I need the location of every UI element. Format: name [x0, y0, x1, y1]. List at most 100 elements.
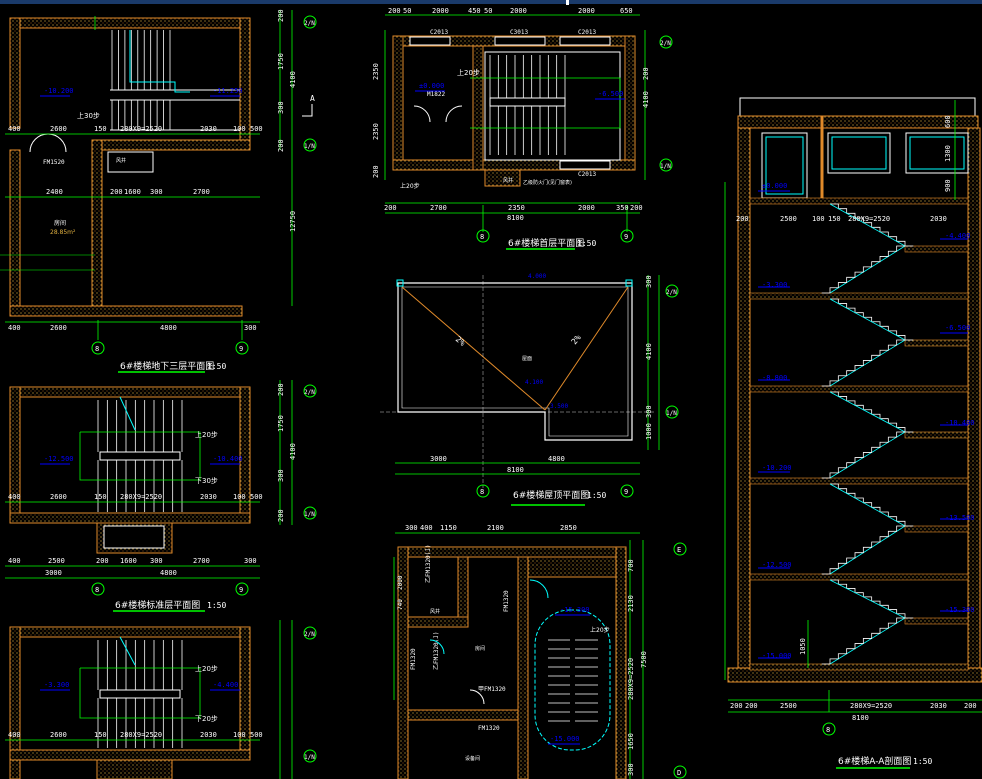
landing-slab: [904, 525, 969, 533]
sec-rd-3: 900: [944, 179, 952, 192]
std-d6: 100: [233, 493, 246, 501]
std-r2-7: 300: [244, 557, 257, 565]
svg-text:2/N: 2/N: [304, 631, 315, 638]
first-td-8: 650: [620, 7, 633, 15]
lc-lvl2: -15.000: [550, 735, 580, 743]
first-axis-9: 9: [620, 229, 634, 243]
ll-d4: 280X9=2520: [120, 731, 162, 739]
svg-text:2/N: 2/N: [660, 40, 671, 47]
sec-title: 6#楼梯A-A剖面图: [838, 755, 911, 767]
ll-up: 上20步: [195, 664, 218, 673]
ll-wall-left: [9, 626, 21, 779]
sec-total: 8100: [852, 714, 869, 722]
stair-flight: [830, 203, 914, 247]
roof-slope-1: 2%: [454, 335, 467, 348]
sec-lvl-r3: -10.400: [945, 419, 975, 427]
sec-window-3: [905, 132, 969, 174]
lc-door-1: [529, 579, 549, 599]
lc-wall-left: [397, 546, 409, 779]
b3-axis-9: 9: [235, 341, 249, 355]
b3-rdim-2: 1750: [277, 53, 285, 70]
b3-section-mark: A: [310, 94, 315, 103]
sec-lvl-r4: -13.500: [945, 514, 975, 522]
lc-axis-e: E: [673, 542, 687, 556]
lc-fm5: FM1320: [410, 648, 417, 670]
roof-bd-1: 3000: [430, 455, 447, 463]
first-c2013-b: C2013: [578, 29, 596, 36]
plan-lower-left: 上20步 下20步 -3.300 -4.400 400 2600 150 280…: [5, 620, 317, 779]
first-td-1: 200: [388, 7, 401, 15]
sec-bd-5: 2030: [930, 702, 947, 710]
sec-roof-slab: [737, 115, 979, 129]
landing-slab: [904, 431, 969, 439]
b3-door-arc2: [47, 133, 67, 153]
first-stair-well: [489, 97, 566, 107]
sec-bd-4: 280X9=2520: [850, 702, 892, 710]
roof-ridge-1: [401, 286, 546, 411]
b3-rdim-4: 300: [277, 101, 285, 114]
b3-rdim-3: 4100: [289, 71, 297, 88]
std-arrow: [119, 396, 136, 431]
ll-shaft: [96, 759, 173, 779]
ll-wall-top: [9, 626, 251, 638]
ll-wall-right: [239, 626, 251, 760]
roof-name: 屋面: [522, 356, 532, 362]
sec-bd-3: 2500: [780, 702, 797, 710]
first-wall-inner: [472, 45, 484, 171]
first-ld-1: 2350: [372, 63, 380, 80]
plan-first: C2013 C3013 C2013 上20步 M1822 ±0.000 -6.5…: [372, 7, 673, 250]
svg-text:8: 8: [95, 586, 99, 594]
lc-wall-top: [397, 546, 627, 558]
sec-wall-left: [737, 127, 751, 669]
roof-bd-2: 4800: [548, 455, 565, 463]
b3-wall-top: [9, 17, 251, 29]
sec-rd-2: 1300: [944, 145, 952, 162]
b3-level-left: -10.200: [44, 87, 74, 95]
first-ld-3: 200: [372, 165, 380, 178]
first-ld-2: 2350: [372, 123, 380, 140]
roof-rd-4: 1000: [645, 423, 653, 440]
b3-stair-landing: [107, 151, 154, 173]
svg-text:9: 9: [239, 345, 243, 353]
lc-fm3: 甲FM1320: [478, 686, 506, 693]
roof-ridge-2: [544, 286, 629, 411]
std-d2: 2600: [50, 493, 67, 501]
first-td-5: 50: [484, 7, 492, 15]
lc-room: 房间: [475, 645, 485, 652]
svg-text:8: 8: [480, 488, 484, 496]
sec-td-6: 2030: [930, 215, 947, 223]
std-d1: 400: [8, 493, 21, 501]
std-rd-4: 300: [277, 469, 285, 482]
b3-dim-r2-3: 1600: [124, 188, 141, 196]
roof-rd-1: 300: [645, 275, 653, 288]
sec-td-1: 200: [736, 215, 749, 223]
stair-flight: [830, 579, 914, 619]
lc-rd-5: 1650: [627, 733, 635, 750]
lc-td-2: 400: [420, 524, 433, 532]
ll-dim-lines: [5, 620, 293, 779]
lc-door-3: [469, 689, 485, 705]
svg-text:D: D: [677, 769, 681, 777]
sec-lvl-r5: -15.300: [945, 606, 975, 614]
std-treads: [97, 400, 183, 512]
lc-wall-inner2: [407, 616, 469, 628]
b3-wall-left: [9, 17, 21, 129]
sec-lvl-5: -15.000: [762, 652, 792, 660]
svg-text:9: 9: [239, 586, 243, 594]
b3-dim-r3-1: 400: [8, 324, 21, 332]
lc-fm2: 乙FM1320(J): [425, 544, 432, 583]
stair-rail: [829, 579, 906, 619]
b3-scale: 1:50: [207, 362, 226, 371]
sec-parapet: [739, 97, 976, 117]
stair-rail: [829, 431, 906, 479]
sec-wall-right: [967, 127, 981, 669]
std-rd-1: 200: [277, 383, 285, 396]
roof-level-b: 3.500: [550, 403, 568, 410]
sec-dim-lines: [724, 100, 982, 713]
ll-lvl-right: -4.400: [213, 681, 238, 689]
svg-text:8: 8: [480, 233, 484, 241]
roof-total: 8100: [507, 466, 524, 474]
first-window-bot: [559, 160, 611, 170]
sec-window-1i: [765, 136, 804, 195]
